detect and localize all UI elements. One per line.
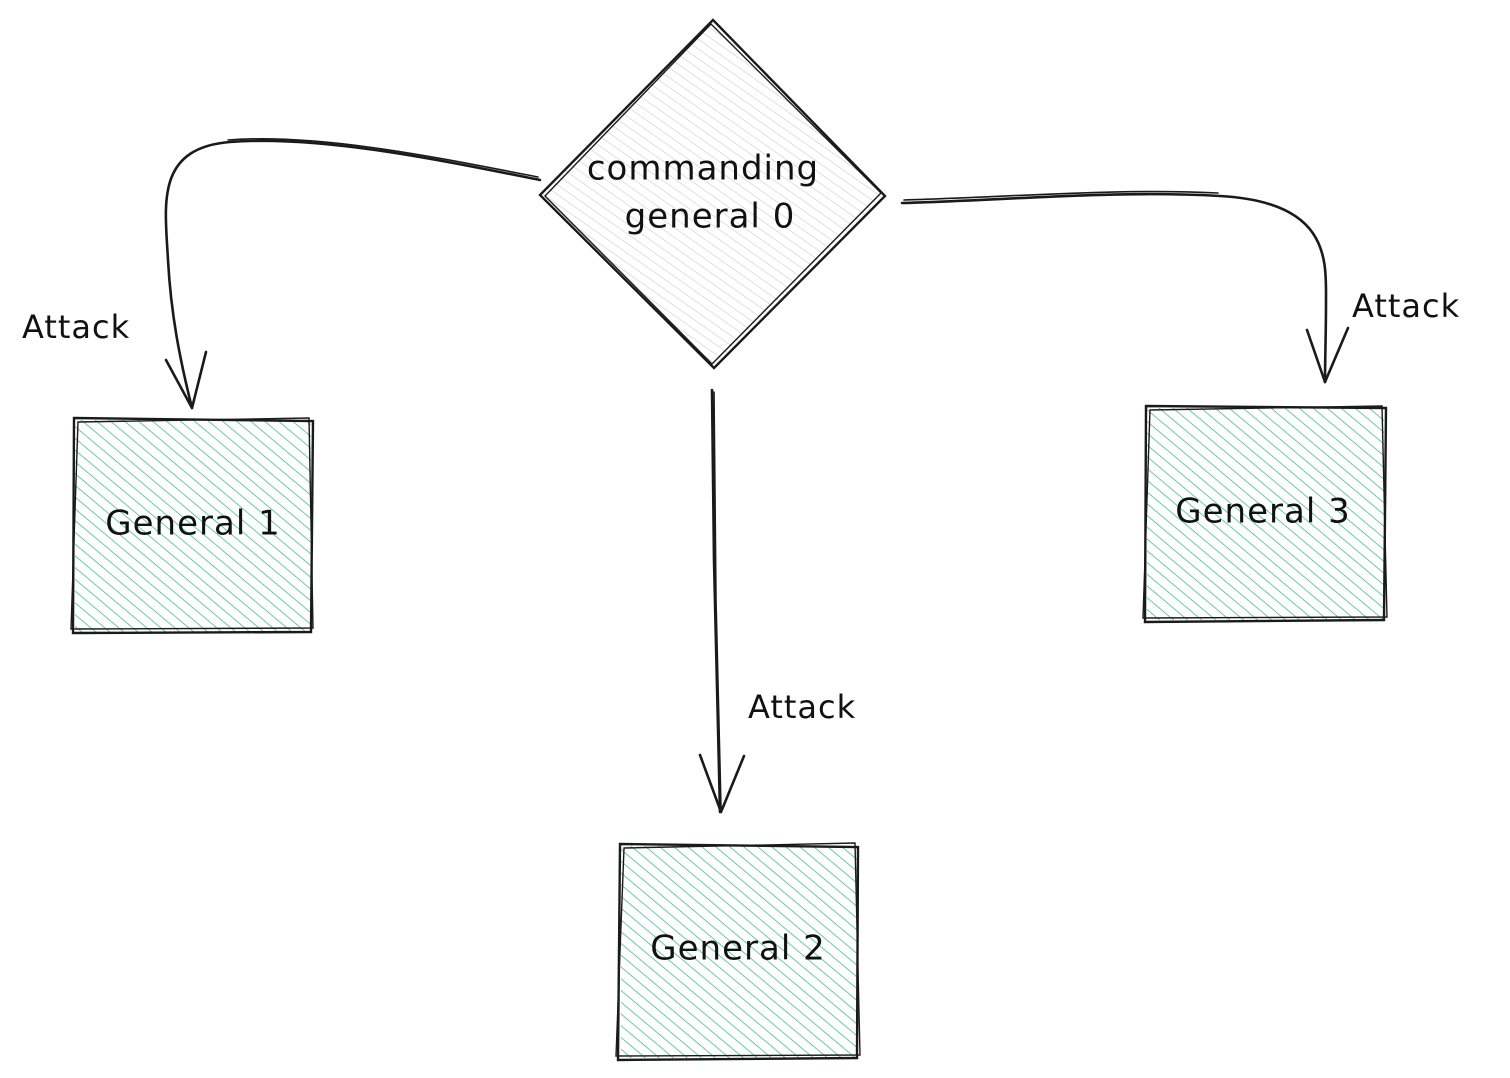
commander-node[interactable]: commanding general 0: [538, 18, 887, 370]
edge-label-general-3: Attack: [1352, 287, 1460, 325]
edge-to-general-2[interactable]: Attack: [698, 388, 856, 814]
edge-label-general-2: Attack: [748, 688, 856, 726]
general-2-node[interactable]: General 2: [615, 842, 861, 1062]
edge-label-general-1: Attack: [22, 308, 130, 346]
general-1-label: General 1: [105, 504, 280, 544]
edge-to-general-1[interactable]: Attack: [22, 137, 542, 410]
general-2-label: General 2: [650, 929, 825, 969]
commander-label-line2: general 0: [625, 197, 796, 237]
general-3-node[interactable]: General 3: [1142, 404, 1388, 624]
edge-to-general-3[interactable]: Attack: [900, 190, 1460, 384]
commander-label-line1: commanding: [587, 149, 819, 189]
general-3-label: General 3: [1175, 492, 1350, 532]
general-1-node[interactable]: General 1: [70, 416, 315, 635]
